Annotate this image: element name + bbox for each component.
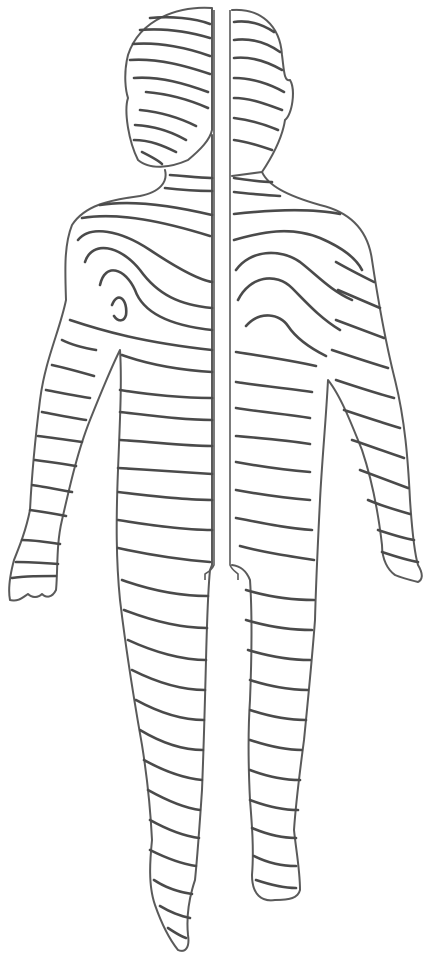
left-chest-stripe (122, 355, 212, 372)
left-chest-swirl (112, 298, 126, 321)
right-leg-stripe (248, 650, 310, 660)
right-arm-stripe (336, 320, 384, 338)
left-face-stripe (135, 125, 186, 140)
right-torso-stripe (236, 408, 310, 418)
right-leg-stripe (252, 828, 296, 838)
right-chest-swirl (236, 253, 352, 300)
right-head-stripe (234, 58, 282, 70)
left-hand-stripe (16, 562, 58, 564)
center-divider-right (230, 10, 238, 580)
right-arm-stripe (352, 440, 404, 458)
right-head-stripe (234, 140, 272, 150)
left-arm-stripe (52, 365, 94, 376)
right-arm-stripe (336, 380, 394, 398)
right-shoulder-stripe (234, 210, 340, 214)
left-foot-stripe (168, 928, 186, 938)
right-leg-stripe (250, 770, 300, 780)
left-leg-stripe (136, 700, 204, 720)
left-shoulder-stripe (82, 216, 210, 236)
left-head-stripe (146, 92, 208, 108)
right-arm-stripe (332, 350, 388, 368)
left-face-stripe (142, 152, 162, 164)
right-leg-stripe (246, 590, 314, 600)
right-torso-stripe (236, 490, 310, 500)
right-leg-stripe (250, 800, 298, 810)
left-face-stripe (134, 140, 176, 152)
left-torso-stripe (120, 440, 212, 446)
left-hip-stripe (118, 548, 210, 562)
right-torso-stripe (236, 462, 310, 472)
left-leg-stripe (150, 820, 199, 838)
left-hand-stripe (22, 540, 60, 544)
right-chest-swirl (234, 231, 362, 270)
right-head-stripe (234, 98, 282, 110)
left-chest-stripe (70, 320, 212, 350)
right-leg-stripe (246, 620, 312, 630)
right-hand-stripe (382, 552, 418, 562)
right-head-stripe (234, 118, 278, 130)
left-hand-stripe (12, 576, 56, 578)
right-hip-stripe (240, 546, 314, 560)
left-arm-stripe (42, 412, 86, 420)
left-head-stripe (134, 78, 208, 92)
left-leg-stripe (140, 730, 203, 750)
left-arm-stripe (30, 510, 66, 516)
left-torso-stripe (118, 468, 212, 474)
left-neck-stripe (165, 188, 212, 191)
left-face-stripe (140, 110, 196, 126)
left-chest-swirl (100, 270, 212, 330)
right-leg-stripe (250, 680, 308, 690)
left-body-outline (9, 135, 212, 951)
right-leg-stripe (250, 710, 306, 720)
left-leg-stripe (128, 640, 206, 660)
left-chest-swirl (85, 248, 212, 308)
right-leg-stripe (250, 740, 302, 750)
left-neck-stripe (170, 175, 212, 178)
right-foot-stripe (254, 856, 296, 866)
left-head-stripe (133, 44, 210, 56)
right-arm-stripe (338, 290, 380, 308)
right-arm-stripe (360, 470, 408, 488)
left-foot-stripe (160, 906, 190, 918)
left-torso-stripe (120, 412, 212, 420)
left-head-stripe (140, 29, 210, 38)
left-head-outline (125, 8, 212, 167)
right-head-stripe (234, 78, 284, 92)
right-head-stripe (234, 40, 280, 53)
right-half (232, 10, 422, 900)
left-leg-stripe (150, 850, 196, 866)
left-arm-stripe (32, 485, 72, 492)
left-torso-stripe (120, 390, 212, 398)
right-chest-swirl (238, 278, 340, 330)
left-arm-stripe (35, 460, 76, 466)
right-torso-stripe (236, 436, 310, 444)
right-chest-stripe (236, 352, 316, 366)
right-hand-stripe (378, 530, 414, 540)
left-leg-stripe (132, 670, 205, 690)
right-arm-stripe (368, 500, 410, 514)
right-torso-stripe (236, 382, 312, 392)
left-arm-stripe (62, 340, 96, 350)
left-leg-stripe (124, 610, 207, 628)
left-head-stripe (150, 17, 210, 24)
left-leg-stripe (122, 580, 208, 596)
left-leg-stripe (144, 760, 202, 780)
right-head-stripe (234, 21, 274, 32)
right-foot-stripe (256, 880, 296, 888)
left-shoulder-stripe (100, 203, 212, 215)
right-chest-swirl (246, 315, 326, 356)
left-hip-stripe (118, 520, 212, 530)
left-half (9, 8, 212, 951)
right-arm-stripe (336, 262, 374, 282)
left-torso-stripe (118, 492, 212, 500)
right-neck-stripe (234, 192, 280, 196)
right-hip-stripe (236, 518, 312, 530)
left-head-stripe (130, 60, 210, 74)
left-arm-stripe (38, 436, 82, 442)
left-leg-stripe (148, 790, 200, 810)
left-foot-stripe (154, 880, 192, 894)
left-arm-stripe (46, 390, 90, 398)
